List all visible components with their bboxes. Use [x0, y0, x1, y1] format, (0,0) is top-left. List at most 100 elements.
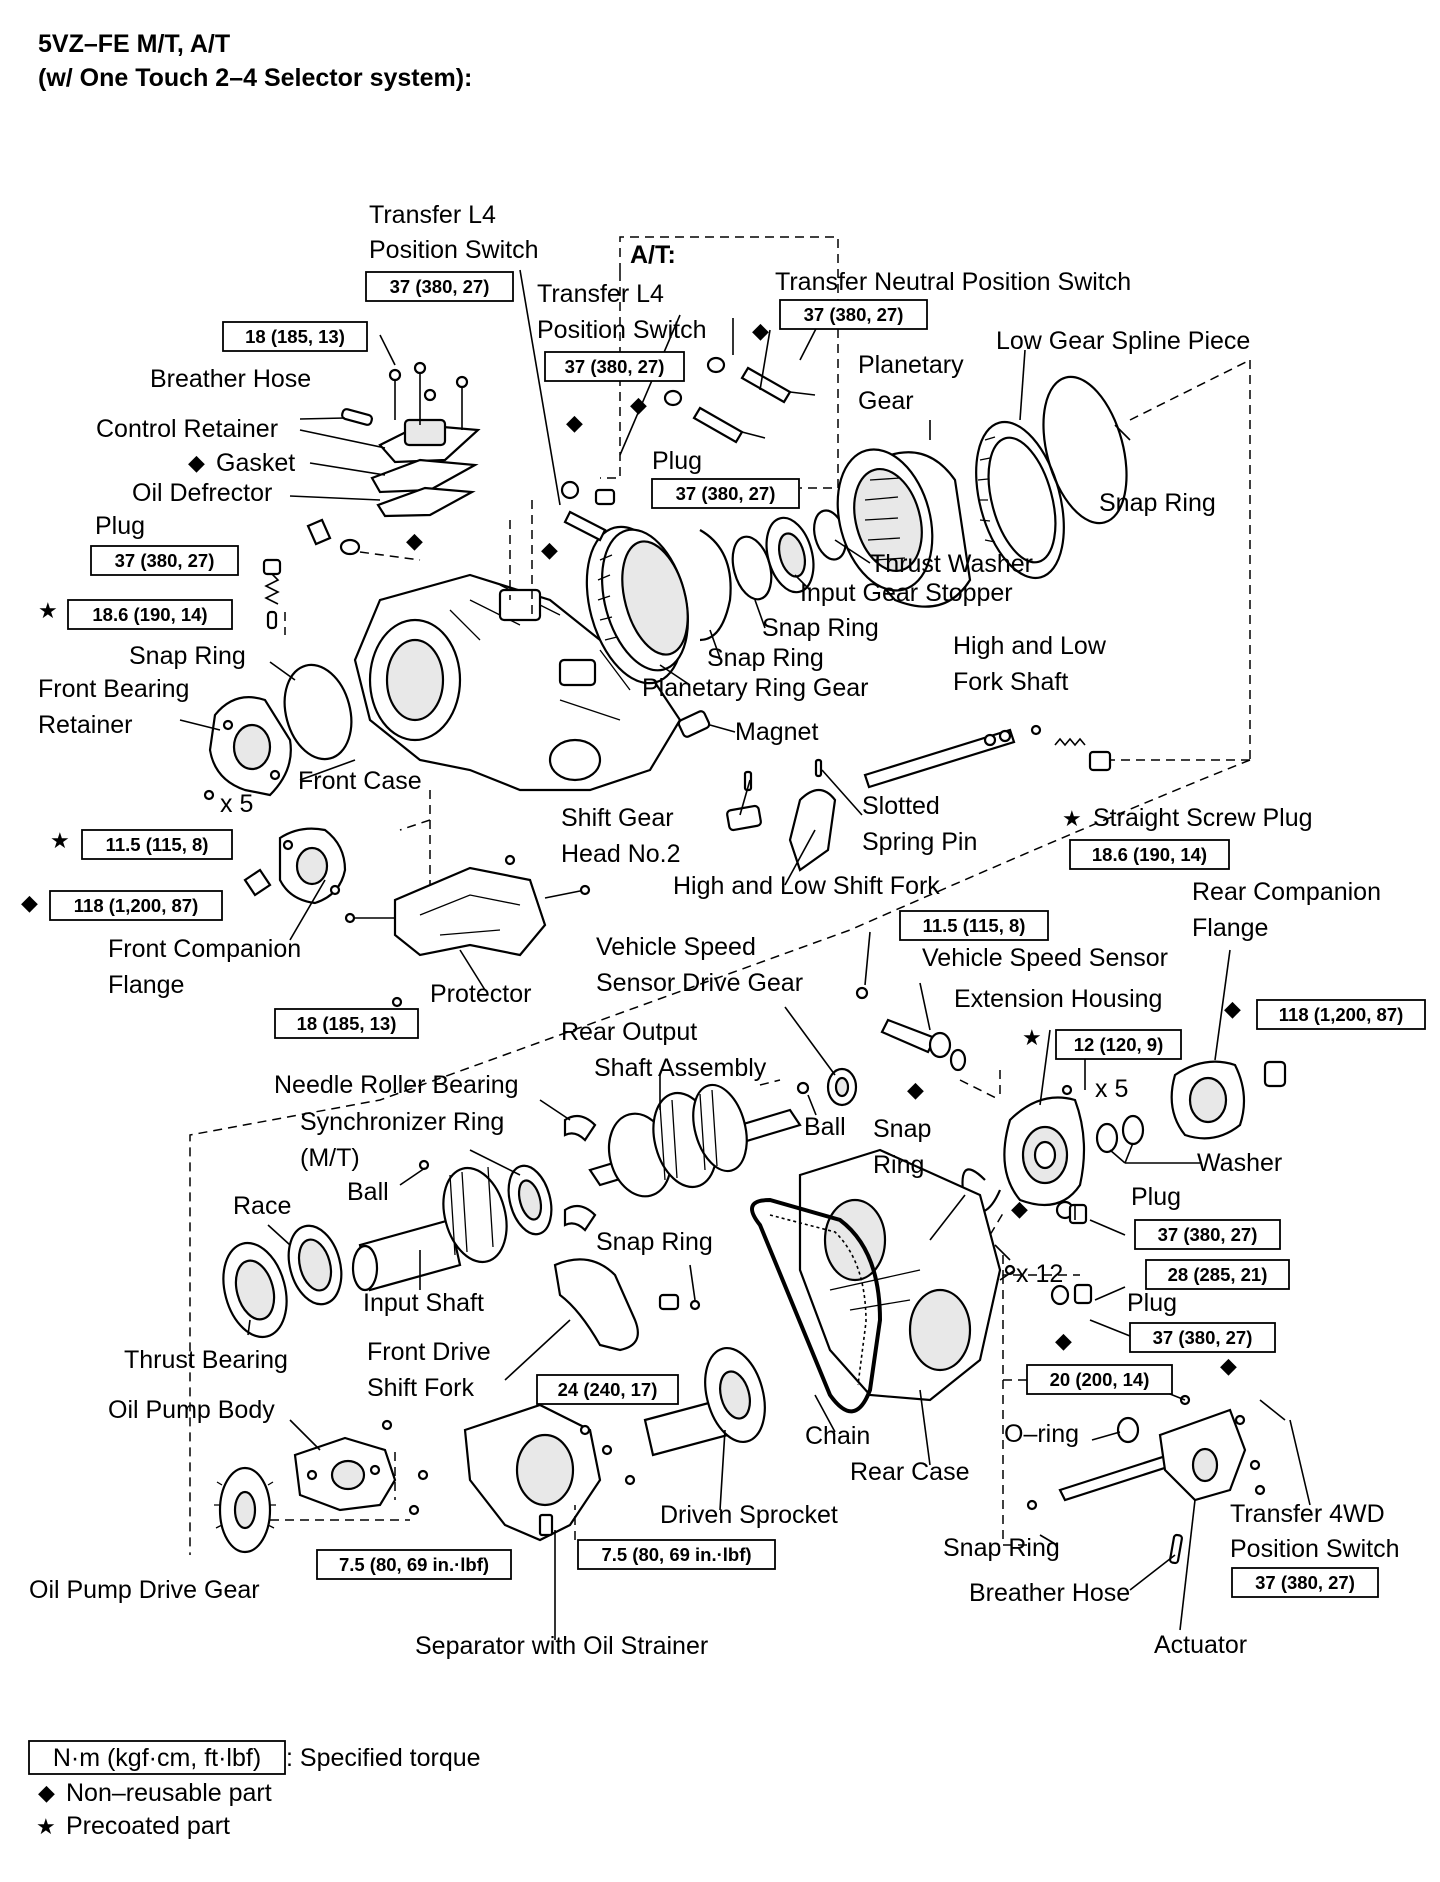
vehicle-speed-sensor-part [855, 986, 967, 1072]
non-reusable-icon: ◆ [630, 393, 647, 418]
planetary-ring-gear-part [585, 525, 689, 685]
snap-ring-left-part [283, 663, 353, 761]
plug-left-part [262, 518, 361, 630]
precoated-icon: ★ [1022, 1026, 1042, 1051]
label-magnet: Magnet [735, 718, 818, 746]
label-snap-ring-mid-1: Snap Ring [762, 614, 879, 642]
at-inset-frame: A/T: [600, 236, 839, 489]
label-actuator: Actuator [1154, 1631, 1247, 1659]
torque-plug-small: 18.6 (190, 14) [92, 604, 207, 625]
label-needle-roller-bearing: Needle Roller Bearing [274, 1071, 519, 1099]
front-case-part [353, 573, 682, 792]
label-rear-case: Rear Case [850, 1458, 970, 1486]
torque-straight-screw-plug: 18.6 (190, 14) [1092, 844, 1207, 865]
label-snap-ring-c-b: Ring [873, 1151, 924, 1179]
legend-non-reusable: Non–reusable part [66, 1779, 272, 1807]
actuator-part [1026, 1408, 1247, 1565]
legend-star-icon: ★ [36, 1815, 56, 1840]
label-o-ring: O–ring [1004, 1420, 1079, 1448]
label-oil-pump-drive-gear: Oil Pump Drive Gear [29, 1576, 260, 1604]
label-front-case: Front Case [298, 767, 422, 795]
label-transfer-l4-switch-2a: Transfer L4 [537, 280, 664, 308]
oil-pump-drive-gear-part [214, 1466, 276, 1554]
input-shaft-part [351, 1159, 508, 1292]
washer-part-1 [1095, 1122, 1119, 1154]
label-front-companion-flange-a: Front Companion [108, 935, 301, 963]
torque-front-drive-fork: 24 (240, 17) [558, 1379, 658, 1400]
non-reusable-icon: ◆ [566, 411, 583, 436]
torque-vss: 11.5 (115, 8) [923, 915, 1026, 936]
label-separator-oil-strainer: Separator with Oil Strainer [415, 1632, 708, 1660]
torque-neutral-switch: 37 (380, 27) [804, 304, 904, 325]
label-washer: Washer [1197, 1149, 1282, 1177]
high-low-shift-fork-part [788, 788, 837, 872]
label-high-low-shift-fork: High and Low Shift Fork [673, 872, 940, 900]
label-snap-ring-left: Snap Ring [129, 642, 246, 670]
label-rear-output-shaft-b: Shaft Assembly [594, 1054, 767, 1082]
torque-oil-pump: 7.5 (80, 69 in.·lbf) [339, 1554, 489, 1575]
non-reusable-icon: ◆ [541, 538, 558, 563]
torque-boxes: 37 (380, 27) 37 (380, 27) 37 (380, 27) 1… [49, 271, 1426, 1598]
label-ball-right: Ball [804, 1113, 846, 1141]
label-transfer-l4-switch-1a: Transfer L4 [369, 201, 496, 229]
label-oil-defrector: Oil Defrector [132, 479, 272, 507]
precoated-icon: ★ [38, 599, 58, 624]
label-high-low-fork-shaft-b: Fork Shaft [953, 668, 1068, 696]
label-snap-ring-center: Snap Ring [596, 1228, 713, 1256]
label-planetary-gear-b: Gear [858, 387, 914, 415]
at-inset-label: A/T: [630, 241, 676, 269]
label-front-bearing-retainer-b: Retainer [38, 711, 133, 739]
torque-plug-left: 37 (380, 27) [115, 550, 215, 571]
label-vehicle-speed-sensor: Vehicle Speed Sensor [922, 944, 1168, 972]
oil-pump-body-part [293, 1436, 397, 1512]
label-rear-output-shaft-a: Rear Output [561, 1018, 697, 1046]
label-straight-screw-plug: Straight Screw Plug [1093, 804, 1313, 832]
label-planetary-gear-a: Planetary [858, 351, 964, 379]
precoated-icon: ★ [50, 829, 70, 854]
vss-drive-gear-part [826, 1067, 858, 1107]
non-reusable-icon: ◆ [1220, 1354, 1237, 1379]
label-plug-right-1: Plug [1131, 1183, 1181, 1211]
legend-torque-desc: : Specified torque [286, 1744, 481, 1772]
slotted-spring-pin-part [814, 758, 823, 778]
magnet-part [677, 710, 711, 738]
driven-sprocket-part [643, 1346, 766, 1457]
diagram-title-line1: 5VZ–FE M/T, A/T [38, 30, 230, 58]
label-high-low-fork-shaft-a: High and Low [953, 632, 1107, 660]
label-vss-drive-gear-b: Sensor Drive Gear [596, 969, 803, 997]
snap-ring-top-right-part [1042, 375, 1128, 525]
non-reusable-icon: ◆ [907, 1078, 924, 1103]
label-breather-hose-bottom: Breather Hose [969, 1579, 1130, 1607]
rear-output-shaft-part [588, 1081, 810, 1198]
torque-control-retainer: 18 (185, 13) [245, 326, 345, 347]
label-plug-left: Plug [95, 512, 145, 540]
label-snap-ring-top-right: Snap Ring [1099, 489, 1216, 517]
label-input-gear-stopper: Input Gear Stopper [800, 579, 1013, 607]
control-retainer-part [370, 361, 481, 518]
leader-lines [179, 269, 1311, 1640]
chain-part [750, 1197, 883, 1414]
high-low-fork-shaft-part [863, 724, 1112, 789]
legend: N·m (kgf·cm, ft·lbf) : Specified torque … [28, 1740, 481, 1840]
label-slotted-spring-pin-b: Spring Pin [862, 828, 977, 856]
straight-plug-precoated-icon: ★ [1062, 807, 1082, 832]
torque-transfer-l4-left: 37 (380, 27) [390, 276, 490, 297]
transfer-l4-switch-part [560, 480, 616, 542]
torque-front-retainer: 11.5 (115, 8) [106, 834, 209, 855]
torque-plug-right-2: 37 (380, 27) [1153, 1327, 1253, 1348]
label-plug-top: Plug [652, 447, 702, 475]
low-gear-spline-piece-part [975, 420, 1065, 580]
label-driven-sprocket: Driven Sprocket [660, 1501, 838, 1529]
label-synchronizer-ring-b: (M/T) [300, 1144, 360, 1172]
label-shift-gear-head-a: Shift Gear [561, 804, 674, 832]
snap-ring-mid-1-part [699, 529, 732, 642]
label-front-drive-fork-b: Shift Fork [367, 1374, 474, 1402]
label-extension-housing: Extension Housing [954, 985, 1162, 1013]
label-transfer-neutral-switch: Transfer Neutral Position Switch [775, 268, 1131, 296]
rear-case-part [798, 1148, 1002, 1402]
front-drive-shift-fork-part [553, 1258, 701, 1352]
label-snap-ring-bottom: Snap Ring [943, 1534, 1060, 1562]
gasket-non-reusable-icon: ◆ [188, 451, 205, 476]
label-transfer-4wd-switch-a: Transfer 4WD [1230, 1500, 1385, 1528]
legend-diamond-icon: ◆ [38, 1781, 55, 1806]
